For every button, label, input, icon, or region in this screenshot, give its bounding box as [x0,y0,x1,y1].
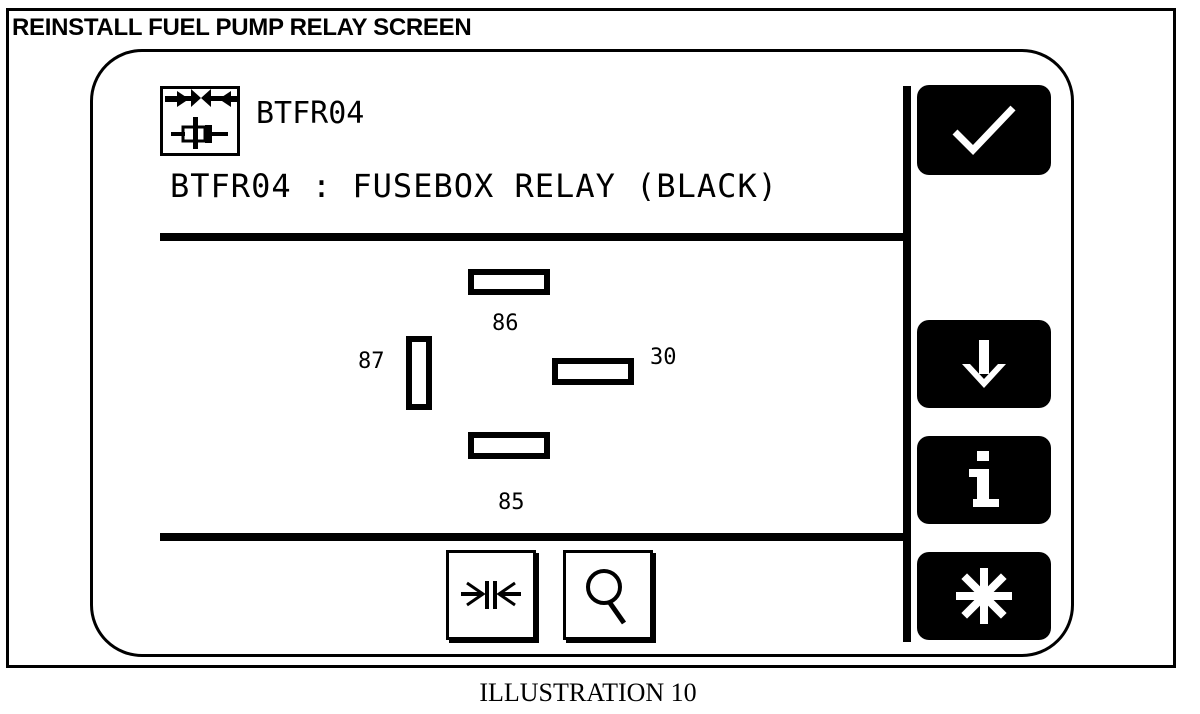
connector-code: BTFR04 [256,96,365,131]
magnifier-icon [586,569,627,625]
button-column-divider [903,86,911,642]
pin-86-terminal [468,269,550,295]
pin-87-terminal [406,336,432,410]
down-arrow-icon [962,340,1006,388]
settings-button[interactable] [917,552,1051,640]
pin-30-label: 30 [650,345,677,370]
figure-frame [6,8,1176,668]
pin-86-label: 86 [492,311,519,336]
next-button[interactable] [917,320,1051,408]
connector-view-icon [461,581,521,609]
connector-description: BTFR04 : FUSEBOX RELAY (BLACK) [170,167,778,205]
confirm-button[interactable] [917,85,1051,175]
pin-30-terminal [552,358,634,385]
device-screen [90,49,1074,657]
connector-icon [160,86,243,156]
upper-divider [160,233,905,241]
pin-87-label: 87 [358,349,385,374]
illustration-caption: ILLUSTRATION 10 [479,678,697,707]
asterisk-icon [956,568,1012,624]
pin-85-terminal [468,432,550,459]
pin-85-label: 85 [498,490,525,515]
screen-title: REINSTALL FUEL PUMP RELAY SCREEN [12,14,472,41]
check-icon [952,105,1016,156]
info-button[interactable] [917,436,1051,524]
info-icon [969,451,999,507]
lower-divider [160,533,905,541]
search-button[interactable] [563,550,653,640]
connector-view-button[interactable] [446,550,536,640]
